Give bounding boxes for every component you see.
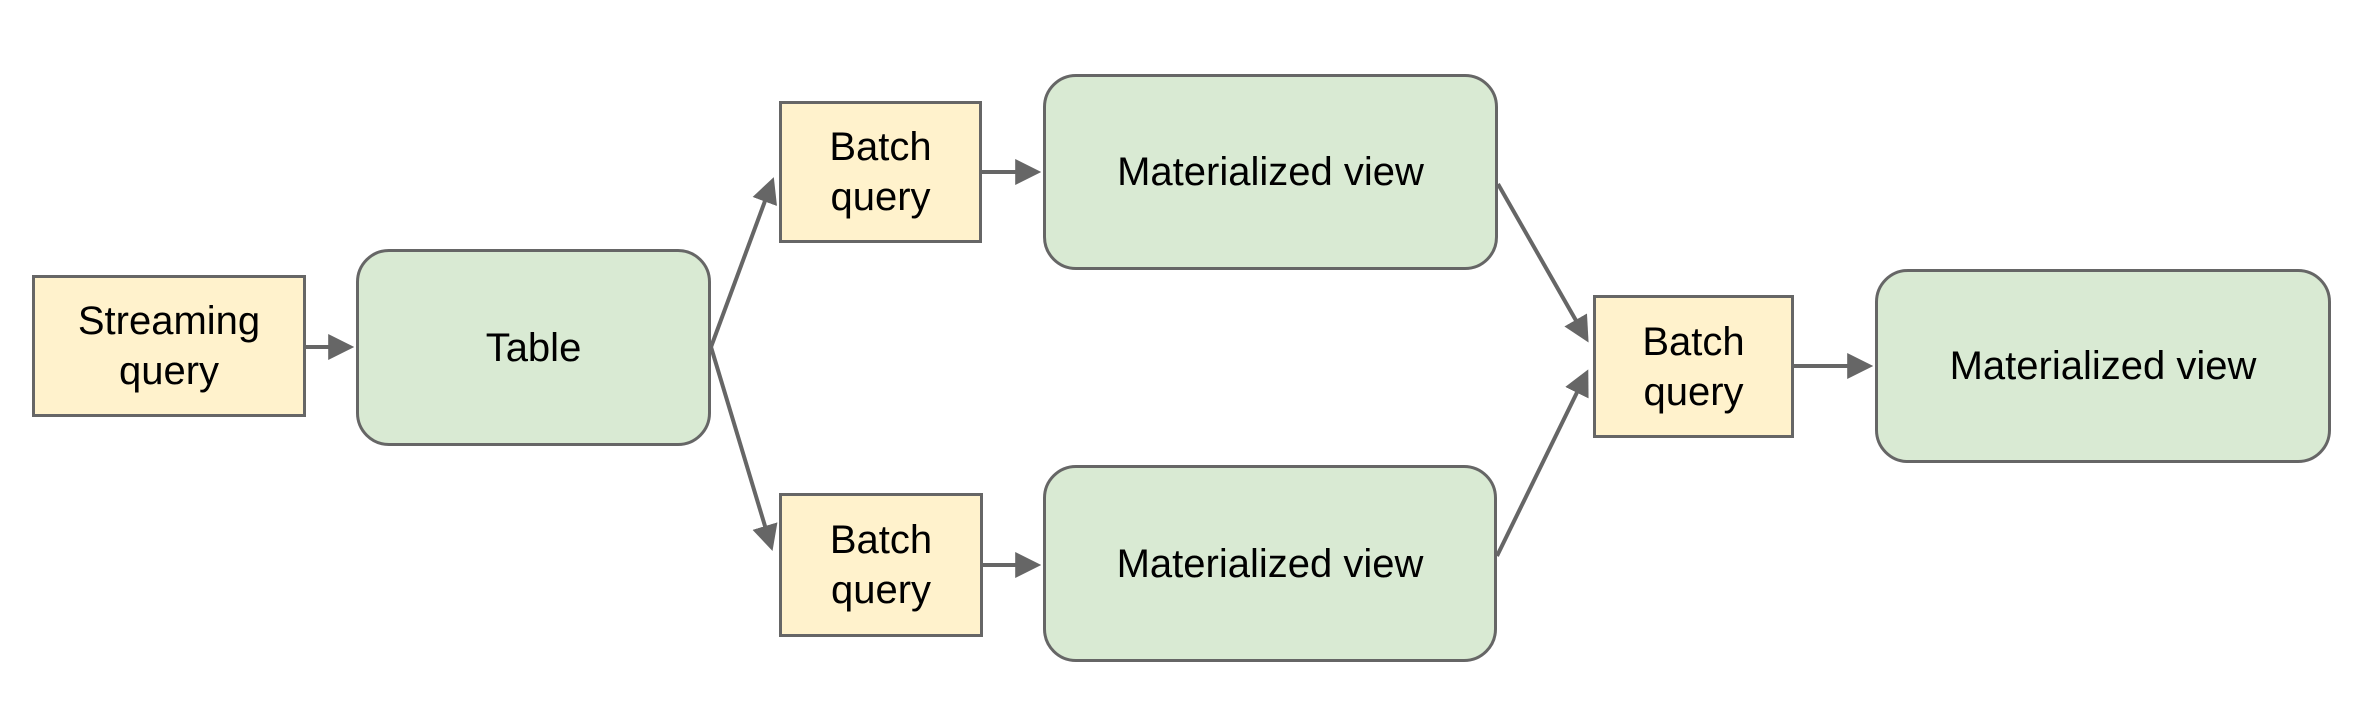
node-batch-query-right: Batch query bbox=[1593, 295, 1794, 438]
node-materialized-view-final: Materialized view bbox=[1875, 269, 2331, 463]
node-materialized-view-bottom-label: Materialized view bbox=[1116, 541, 1424, 586]
node-batch-query-top-label: Batch query bbox=[829, 125, 932, 219]
edge-table-to-batch-top bbox=[709, 177, 777, 348]
node-table: Table bbox=[356, 249, 711, 446]
node-materialized-view-bottom: Materialized view bbox=[1043, 465, 1497, 662]
edge-table-to-batch-bottom bbox=[709, 346, 778, 551]
node-batch-query-top: Batch query bbox=[779, 101, 982, 243]
node-batch-query-bottom-label: Batch query bbox=[829, 518, 933, 612]
node-streaming-query-label: Streaming query bbox=[77, 299, 261, 393]
node-table-label: Table bbox=[485, 325, 582, 370]
edge-mv-bottom-to-batch-right bbox=[1495, 369, 1589, 557]
node-materialized-view-top: Materialized view bbox=[1043, 74, 1498, 270]
node-materialized-view-final-label: Materialized view bbox=[1949, 344, 2257, 388]
node-batch-query-right-label: Batch query bbox=[1642, 319, 1745, 414]
node-batch-query-bottom: Batch query bbox=[779, 493, 983, 637]
node-materialized-view-top-label: Materialized view bbox=[1117, 150, 1424, 194]
edge-mv-top-to-batch-right bbox=[1496, 183, 1589, 343]
node-streaming-query: Streaming query bbox=[32, 275, 306, 417]
